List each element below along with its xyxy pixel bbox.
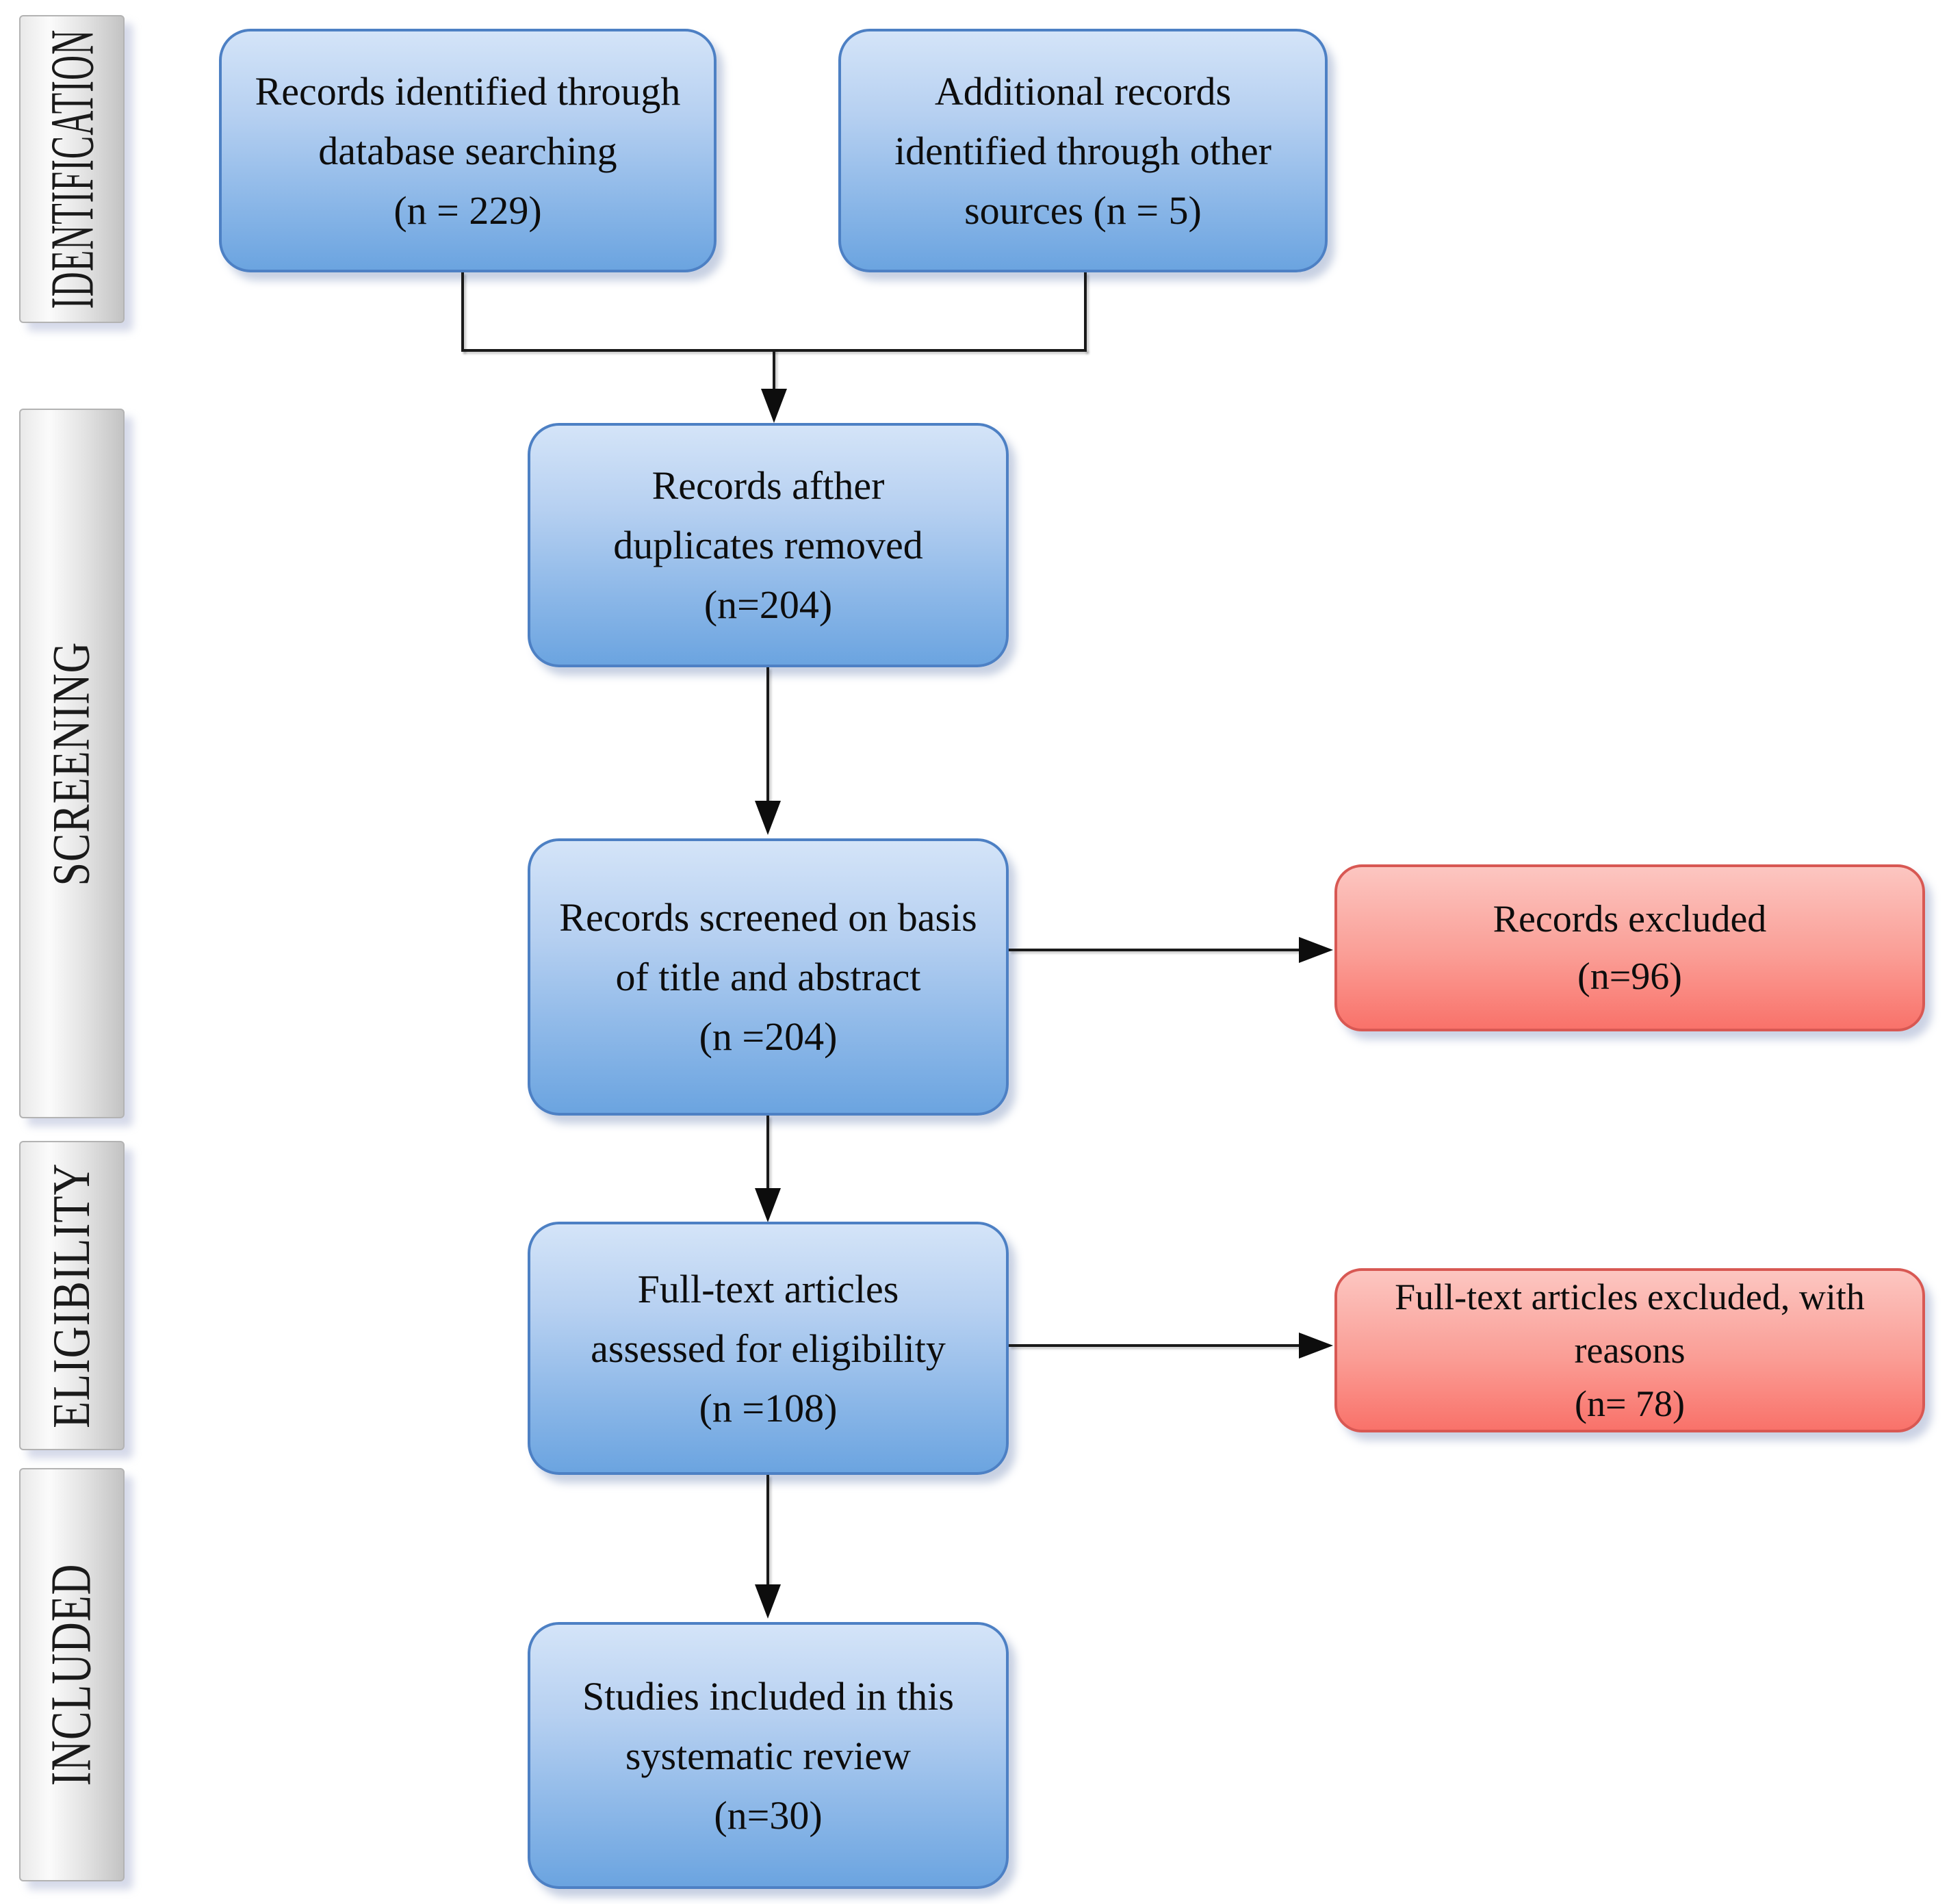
stage-label-included: INCLUDED <box>40 1563 103 1786</box>
connector-fulltext-to-included <box>766 1475 769 1586</box>
connector-merge-left-vertical <box>461 272 464 352</box>
box-fulltext-assessed: Full-text articles assessed for eligibil… <box>528 1222 1009 1475</box>
connector-screened-to-excluded <box>1009 949 1300 951</box>
connector-duplicates-to-screened <box>766 667 769 803</box>
box-text-line: reasons <box>1574 1329 1686 1371</box>
box-text-line: Full-text articles excluded, with <box>1395 1276 1865 1317</box>
box-additional-records-other-sources: Additional records identified through ot… <box>838 29 1328 272</box>
connector-merge-drop-vertical <box>773 349 775 391</box>
arrowhead-down-icon <box>755 1188 781 1222</box>
connector-fulltext-to-excluded <box>1009 1344 1300 1347</box>
box-studies-included: Studies included in this systematic revi… <box>528 1622 1009 1889</box>
connector-merge-right-vertical <box>1084 272 1087 352</box>
box-text-line: identified through other <box>894 128 1272 173</box>
box-records-identified-database: Records identified through database sear… <box>219 29 717 272</box>
stage-label-eligibility: ELIGIBILITY <box>42 1163 101 1428</box>
stage-bar-eligibility: ELIGIBILITY <box>19 1141 125 1450</box>
box-text-line: (n = 229) <box>393 188 542 233</box>
box-text-line: assessed for eligibility <box>591 1326 946 1371</box>
box-records-excluded: Records excluded (n=96) <box>1334 864 1925 1031</box>
box-text-line: duplicates removed <box>613 523 923 567</box>
stage-bar-screening: SCREENING <box>19 409 125 1118</box>
box-records-screened: Records screened on basis of title and a… <box>528 838 1009 1116</box>
box-text-line: sources (n = 5) <box>964 188 1202 233</box>
connector-screened-to-fulltext <box>766 1116 769 1191</box>
stage-bar-included: INCLUDED <box>19 1468 125 1881</box>
stage-bar-identification: IDENTIFICATION <box>19 15 125 323</box>
box-text-line: (n=96) <box>1577 955 1682 998</box>
stage-label-identification: IDENTIFICATION <box>37 29 107 309</box>
box-text-line: Records identified through <box>255 68 681 114</box>
box-text-line: Records excluded <box>1493 898 1767 940</box>
box-text-line: Records afther <box>651 463 885 508</box>
box-text-line: database searching <box>318 128 617 173</box>
box-text-line: of title and abstract <box>615 955 921 999</box>
box-text-line: (n= 78) <box>1575 1383 1685 1425</box>
box-text-line: systematic review <box>625 1733 912 1778</box>
arrowhead-down-icon <box>761 389 787 423</box>
box-fulltext-excluded: Full-text articles excluded, with reason… <box>1334 1268 1925 1432</box>
arrowhead-down-icon <box>755 1584 781 1619</box>
box-text-line: (n=30) <box>714 1792 823 1838</box>
box-text-line: Full-text articles <box>637 1266 899 1311</box>
box-text-line: Studies included in this <box>582 1673 954 1719</box>
box-text-line: Additional records <box>934 68 1232 114</box>
box-text-line: (n =108) <box>699 1385 838 1430</box>
box-text-line: (n=204) <box>704 582 833 627</box>
stage-label-screening: SCREENING <box>42 641 101 886</box>
arrowhead-right-icon <box>1299 1333 1333 1359</box>
arrowhead-right-icon <box>1299 937 1333 963</box>
box-text-line: (n =204) <box>699 1014 838 1059</box>
box-records-after-duplicates-removed: Records afther duplicates removed (n=204… <box>528 423 1009 667</box>
arrowhead-down-icon <box>755 801 781 835</box>
box-text-line: Records screened on basis <box>559 895 977 940</box>
